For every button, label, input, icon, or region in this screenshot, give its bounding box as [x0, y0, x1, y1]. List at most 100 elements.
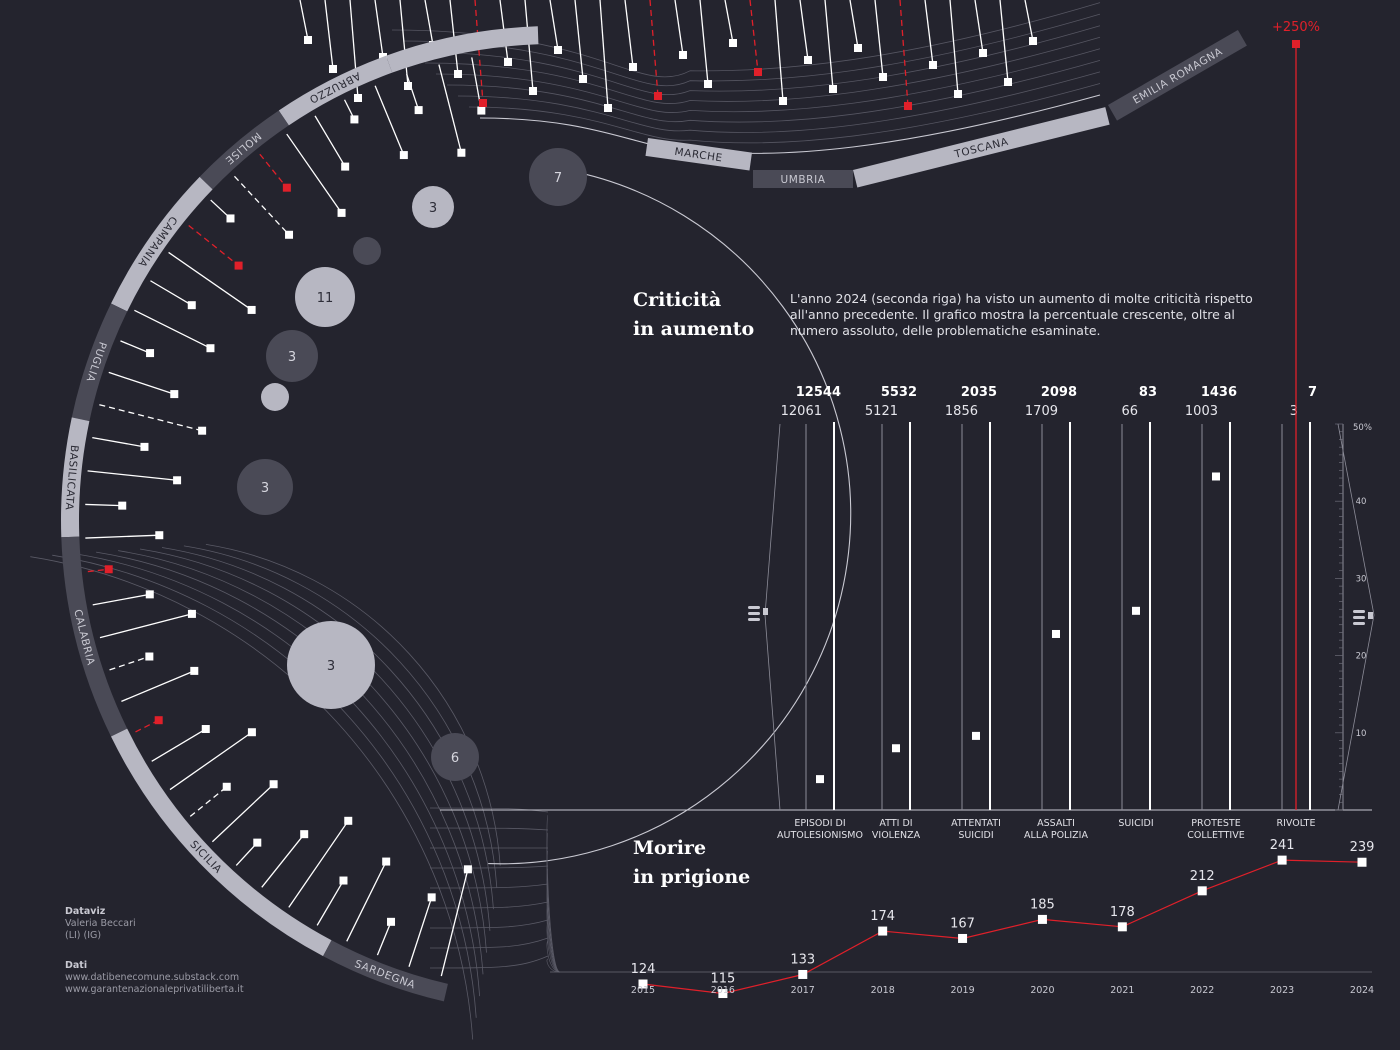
spoke-line: [424, 0, 434, 46]
region-band-campania: [111, 176, 213, 312]
value-2024: 1436: [1201, 385, 1237, 400]
region-label-emilia-romagna: EMILIA ROMAGNA: [1131, 45, 1225, 106]
region-band-rect: [1108, 30, 1247, 121]
spoke-line: [189, 786, 228, 817]
spoke-line: [599, 0, 609, 109]
wave-line: [435, 48, 1101, 114]
credits-source-link-1[interactable]: www.datibenecomune.substack.com: [65, 972, 239, 983]
spoke-line: [134, 309, 211, 349]
value-2023: 3: [1290, 404, 1298, 419]
spoke-line: [974, 0, 984, 54]
year-tick-label: 2017: [791, 985, 815, 996]
year-tick-label: 2024: [1350, 985, 1374, 996]
ring-line: [205, 544, 501, 866]
value-2024: 83: [1139, 385, 1157, 400]
section1-description-line2: all'anno precedente. Il grafico mostra l…: [790, 307, 1235, 322]
bubble-label: 7: [554, 171, 562, 186]
spoke-marker: [140, 442, 149, 451]
spoke-line: [92, 593, 150, 606]
deaths-point: [878, 926, 888, 936]
region-band-emilia-romagna: EMILIA ROMAGNA: [1108, 30, 1247, 121]
spoke-line: [999, 0, 1009, 83]
category-label: PROTESTE: [1191, 818, 1240, 829]
spoke-line: [87, 568, 109, 573]
spoke-marker: [155, 531, 164, 540]
spoke-marker: [504, 58, 512, 66]
spoke-line: [314, 115, 346, 167]
spoke-marker: [170, 390, 179, 399]
pct-marker: [972, 731, 980, 740]
spoke-line: [87, 470, 178, 481]
spoke-marker: [187, 609, 196, 618]
spoke-marker: [604, 104, 612, 112]
pct-max-label: 50%: [1353, 423, 1372, 433]
region-band-puglia: [71, 303, 128, 422]
section1-title-line1: Criticità: [633, 289, 721, 311]
section2-title-line2: in prigione: [633, 866, 750, 888]
credits-author-tags[interactable]: (LI) (IG): [65, 930, 101, 941]
pct-tick-label: 40: [1356, 497, 1367, 507]
pct-marker: [892, 744, 900, 753]
bubble-label: 3: [429, 201, 437, 216]
legend-bar: [1353, 616, 1365, 619]
deaths-point: [958, 933, 968, 943]
spoke-line: [120, 340, 151, 354]
spoke-marker: [226, 214, 235, 223]
credits-dataviz-heading: Dataviz: [65, 906, 106, 917]
deaths-value-label: 115: [710, 972, 735, 987]
region-band-basilicata: [61, 417, 90, 538]
spoke-line: [121, 670, 195, 702]
spoke-marker: [579, 75, 587, 83]
series-legend-icon: [748, 606, 768, 621]
spoke-marker: [427, 893, 436, 902]
section1-description-line1: L'anno 2024 (seconda riga) ha visto un a…: [790, 291, 1253, 306]
category-label: VIOLENZA: [872, 830, 921, 841]
spoke-marker: [387, 917, 396, 926]
spoke-marker: [145, 590, 154, 599]
spoke-marker: [729, 39, 737, 47]
converge-line: [429, 901, 549, 909]
spoke-marker: [201, 725, 210, 734]
spoke-line: [299, 0, 309, 41]
outlier-label: +250%: [1272, 20, 1320, 35]
bubble: [295, 267, 355, 327]
value-2023: 1003: [1185, 404, 1218, 419]
spoke-line: [399, 0, 409, 87]
spoke-line: [749, 0, 759, 73]
deaths-point: [798, 969, 808, 979]
spoke-line: [649, 0, 659, 97]
spoke-marker: [300, 830, 309, 839]
bubble-label: 3: [327, 659, 335, 674]
wave-line: [446, 59, 1101, 123]
ring-line: [74, 553, 480, 997]
spoke-marker: [879, 73, 887, 81]
legend-bar: [748, 612, 760, 615]
section1-title-line2: in aumento: [633, 318, 754, 340]
wave-line: [424, 36, 1101, 104]
bubble-label: 3: [261, 481, 269, 496]
credits-source-link-2[interactable]: www.garantenazionaleprivatiliberta.it: [65, 984, 244, 995]
deaths-line: [642, 859, 1363, 995]
converge-line: [429, 883, 549, 889]
spoke-marker: [404, 82, 412, 90]
region-spokes: [85, 0, 1037, 977]
spoke-line: [774, 0, 784, 102]
spoke-marker: [222, 782, 231, 791]
spoke-marker: [339, 876, 348, 885]
spoke-marker: [954, 90, 962, 98]
ring-line: [118, 550, 487, 953]
spoke-line: [374, 85, 405, 156]
bubble: [237, 459, 293, 515]
spoke-line: [346, 861, 387, 942]
section-dying-in-prison: Morire in prigione: [633, 837, 750, 888]
concentric-arc-lines: [30, 2, 1372, 1040]
spoke-marker: [463, 865, 472, 874]
region-band-top: [386, 26, 539, 73]
spoke-marker: [804, 56, 812, 64]
inner-ring: [488, 169, 852, 865]
legend-bar: [748, 618, 760, 621]
spoke-line: [259, 153, 288, 189]
region-band-umbria: UMBRIA: [753, 170, 853, 188]
region-band-marche: MARCHE: [645, 138, 752, 171]
